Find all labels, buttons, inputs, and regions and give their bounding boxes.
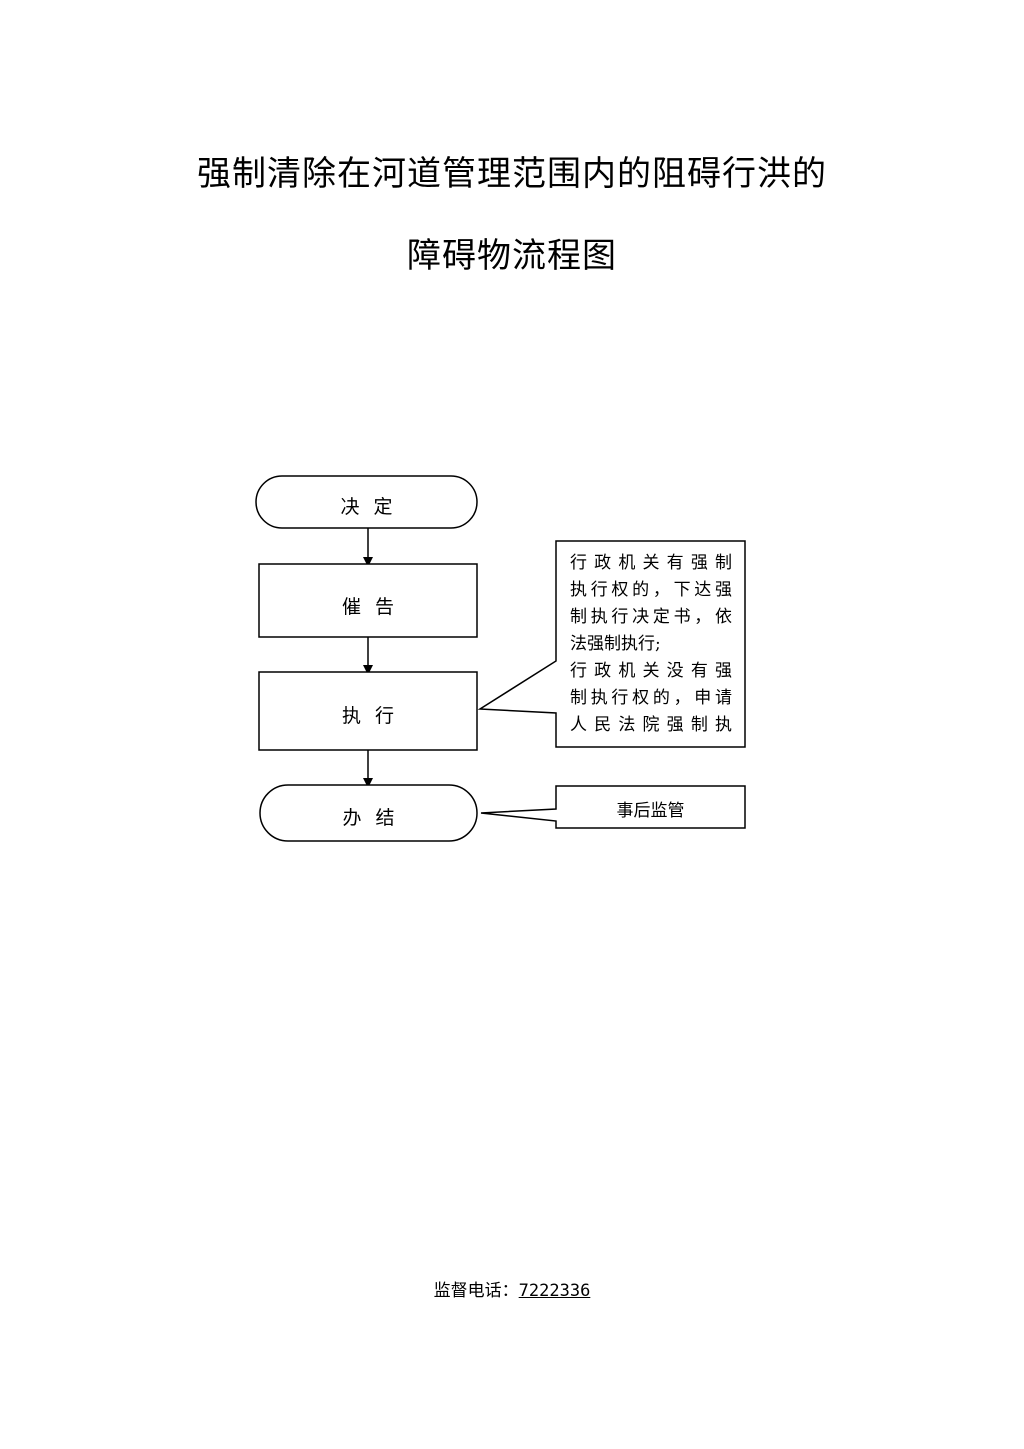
execute-note-line: 法强制执行; [570, 634, 661, 654]
node-close-label: 办结 [342, 807, 409, 829]
callout-close-note [480, 785, 746, 829]
execute-note-line: 执行权的，下达强 [570, 580, 732, 600]
node-execute [258, 671, 478, 751]
execute-note-line: 制执行决定书，依 [570, 607, 732, 627]
node-decision-label: 决定 [340, 496, 407, 518]
node-close [259, 784, 478, 842]
execute-note-line: 人民法院强制执 [570, 715, 732, 735]
node-urge [258, 563, 478, 638]
execute-note-line: 行政机关有强制 [570, 553, 732, 573]
supervision-phone: 监督电话：7222336 [0, 1276, 1024, 1301]
close-note-text: 事后监管 [616, 801, 685, 821]
node-execute-label: 执行 [341, 705, 408, 727]
execute-note-line: 制执行权的，申请 [570, 688, 732, 708]
node-decision [255, 475, 478, 529]
title-line-2: 障碍物流程图 [407, 236, 617, 276]
execute-note-line: 行政机关没有强 [570, 661, 732, 681]
supervision-phone-number: 7222336 [518, 1281, 591, 1301]
callout-execute-note [477, 540, 746, 748]
supervision-phone-label: 监督电话： [433, 1281, 519, 1301]
title-line-1: 强制清除在河道管理范围内的阻碍行洪的 [197, 154, 827, 194]
execute-note-text: 行政机关有强制 执行权的，下达强 制执行决定书，依 法强制执行; 行政机关没有强… [570, 550, 732, 739]
node-urge-label: 催告 [341, 596, 408, 618]
